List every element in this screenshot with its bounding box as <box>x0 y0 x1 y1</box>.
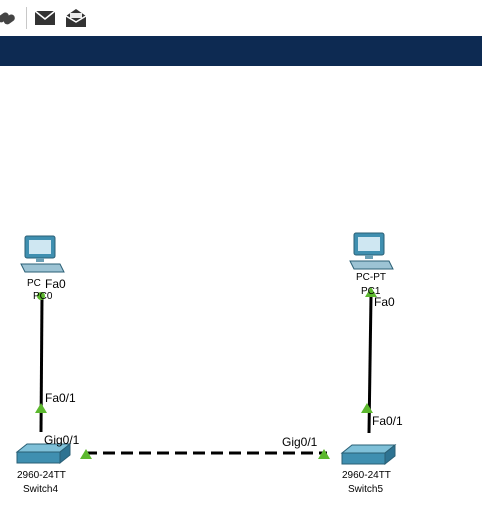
link-light-switch4-fa <box>35 403 47 413</box>
toolbar <box>0 0 482 37</box>
pc1-name-label: PC1 <box>361 286 381 297</box>
pc0-device[interactable]: PC PC0 <box>20 235 65 302</box>
switch4-device[interactable]: 2960-24TT Switch4 <box>15 442 72 495</box>
switch4-fa-port-label: Fa0/1 <box>45 391 76 405</box>
switch5-model-label: 2960-24TT <box>342 470 391 481</box>
switch5-device[interactable]: 2960-24TT Switch5 <box>340 443 397 495</box>
switch5-fa-port-label: Fa0/1 <box>372 414 403 428</box>
link-icon[interactable] <box>0 6 18 30</box>
switch-icon <box>340 443 397 466</box>
pc0-port-label: Fa0 <box>45 277 66 291</box>
switch4-gig-port-label: Gig0/1 <box>44 433 80 447</box>
logical-workspace[interactable]: PC PC0 Fa0 PC-PT PC1 Fa0 2960-24TT Swit <box>0 66 482 527</box>
switch-icon <box>15 442 72 465</box>
switch5-gig-port-label: Gig0/1 <box>282 435 318 449</box>
pc0-name-label: PC0 <box>33 291 53 302</box>
link-light-pc0 <box>37 292 45 300</box>
pc0-type-label: PC <box>27 278 41 289</box>
pc1-type-label: PC-PT <box>356 272 386 283</box>
switch4-name-label: Switch4 <box>23 484 58 495</box>
workspace-header-bar <box>0 36 482 66</box>
link-light-switch5-fa <box>361 403 373 413</box>
pc1-device[interactable]: PC-PT PC1 <box>349 232 394 297</box>
pc-icon <box>349 232 394 270</box>
mail-icon[interactable] <box>33 6 57 30</box>
link-light-switch4-gig <box>80 449 92 459</box>
link-light-pc1 <box>365 287 377 297</box>
switch4-model-label: 2960-24TT <box>17 470 66 481</box>
switch5-name-label: Switch5 <box>348 484 383 495</box>
pc-icon <box>20 235 65 273</box>
pc1-port-label: Fa0 <box>374 295 395 309</box>
mail-open-icon[interactable] <box>64 6 88 30</box>
link-light-switch5-gig <box>318 449 330 459</box>
toolbar-separator <box>26 7 27 29</box>
